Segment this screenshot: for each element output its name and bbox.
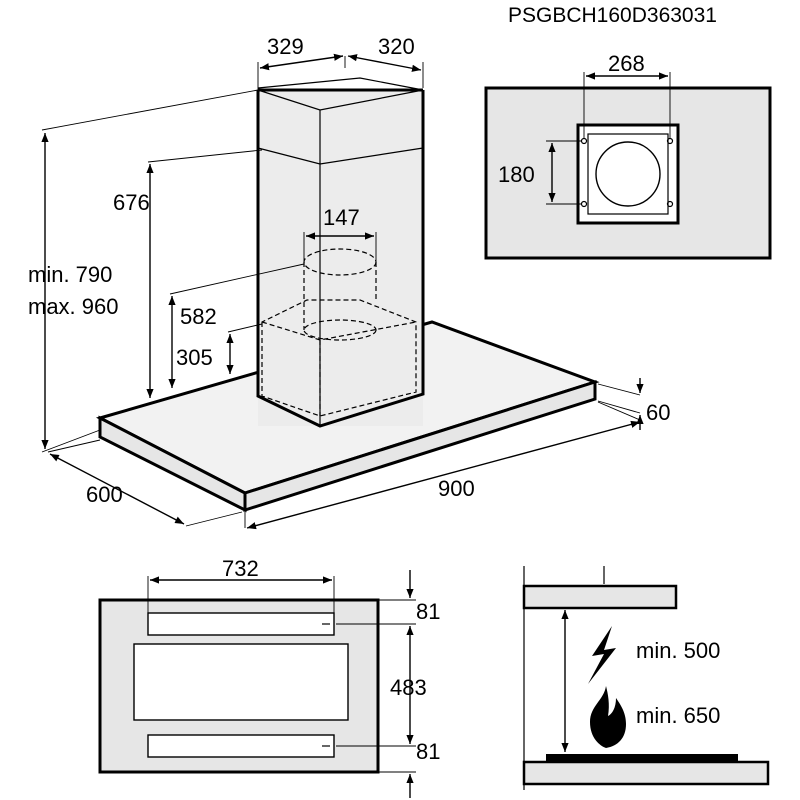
dim-chimney-width: 329 [257, 34, 346, 90]
label-chimney-width: 329 [267, 34, 304, 59]
label-min-electric: min. 500 [636, 638, 720, 663]
label-filter-top: 81 [416, 599, 440, 624]
wall-plate-view: 268 180 [484, 51, 772, 260]
label-filter-bottom: 81 [416, 739, 440, 764]
label-chimney-depth: 320 [378, 34, 415, 59]
label-height-min: min. 790 [28, 262, 112, 287]
grease-filter-top [147, 612, 335, 636]
clearance-view: min. 500 min. 650 [522, 566, 770, 790]
hidden-motor-box [261, 299, 417, 417]
dim-upper-height: 676 [113, 149, 263, 398]
duct-opening [595, 141, 661, 207]
dim-chimney-depth: 320 [347, 34, 424, 88]
chimney-front [258, 90, 423, 426]
label-canopy-thickness: 60 [646, 400, 670, 425]
dim-inner-height: 582 [168, 263, 305, 388]
label-plate-width: 268 [608, 51, 645, 76]
label-min-gas: min. 650 [636, 703, 720, 728]
product-code: PSGBCH160D363031 [508, 4, 717, 27]
label-middle: 483 [390, 675, 427, 700]
hood-side-profile [522, 584, 678, 610]
center-panel [133, 643, 349, 721]
hob-surface [546, 754, 738, 762]
label-canopy-width: 900 [438, 476, 475, 501]
lightning-icon [588, 626, 616, 684]
dim-canopy-depth: 600 [47, 439, 243, 527]
bottom-view: 732 81 483 81 [98, 556, 440, 798]
label-plate-height: 180 [498, 162, 535, 187]
label-bottom-width: 732 [222, 556, 259, 581]
label-box-height: 305 [176, 345, 213, 370]
label-upper-height: 676 [113, 190, 150, 215]
label-inner-height: 582 [180, 304, 217, 329]
dim-box-height: 305 [176, 323, 263, 374]
label-canopy-depth: 600 [86, 482, 123, 507]
dim-canopy-thickness: 60 [597, 378, 670, 430]
dim-canopy-width: 900 [244, 401, 641, 530]
label-outlet-diameter: 147 [323, 205, 360, 230]
flame-icon [590, 686, 626, 748]
grease-filter-bottom [147, 734, 335, 758]
dim-total-height: min. 790 max. 960 [28, 89, 259, 453]
dim-outlet-diameter: 147 [303, 205, 377, 262]
worktop-profile [522, 760, 770, 786]
label-height-max: max. 960 [28, 294, 119, 319]
